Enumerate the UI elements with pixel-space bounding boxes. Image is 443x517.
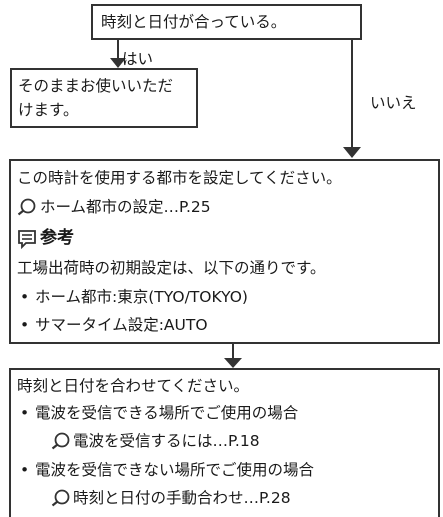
city-setting-box: この時計を使用する都市を設定してください。 ホーム都市の設定…P.25 参考 工… xyxy=(9,159,440,344)
manual-reference: 時刻と日付の手動合わせ…P.28 xyxy=(73,489,291,507)
default-summer-time: サマータイム設定:AUTO xyxy=(20,315,207,335)
reference-icon xyxy=(51,432,71,450)
yes-result-box: そのままお使いいただ けます。 xyxy=(10,68,198,128)
radio-available-case: 電波を受信できる場所でご使用の場合 xyxy=(20,403,298,423)
radio-unavailable-case: 電波を受信できない場所でご使用の場合 xyxy=(20,460,314,480)
yes-label: はい xyxy=(122,50,154,68)
yes-result-line1: そのままお使いいただ xyxy=(18,77,174,95)
time-setting-title: 時刻と日付を合わせてください。 xyxy=(17,377,250,395)
no-arrowhead xyxy=(343,147,361,158)
note-icon xyxy=(17,229,37,250)
reference-icon xyxy=(17,198,37,216)
no-label: いいえ xyxy=(370,94,417,112)
radio-reference: 電波を受信するには…P.18 xyxy=(73,432,260,450)
time-setting-box: 時刻と日付を合わせてください。 電波を受信できる場所でご使用の場合 電波を受信す… xyxy=(9,368,440,517)
decision-text: 時刻と日付が合っている。 xyxy=(101,13,287,31)
decision-box: 時刻と日付が合っている。 xyxy=(91,4,362,40)
city-setting-title: この時計を使用する都市を設定してください。 xyxy=(17,169,342,187)
note-text: 工場出荷時の初期設定は、以下の通りです。 xyxy=(17,259,326,277)
next-arrowhead xyxy=(224,358,242,368)
yes-arrowhead xyxy=(110,58,126,68)
note-heading: 参考 xyxy=(40,228,74,248)
default-home-city: ホーム都市:東京(TYO/TOKYO) xyxy=(20,287,248,307)
reference-icon xyxy=(51,489,71,507)
city-reference: ホーム都市の設定…P.25 xyxy=(40,198,211,216)
yes-result-line2: けます。 xyxy=(18,101,79,119)
